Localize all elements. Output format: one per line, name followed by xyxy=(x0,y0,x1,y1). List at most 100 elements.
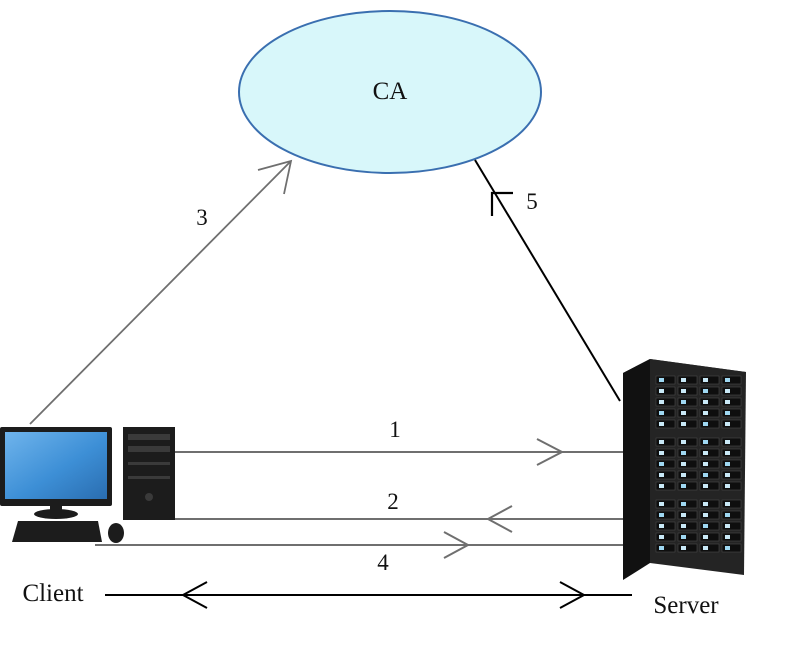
server-led xyxy=(725,524,730,528)
server-led xyxy=(703,451,708,455)
ca-ellipse xyxy=(238,10,542,174)
server-led xyxy=(703,535,708,539)
server-led xyxy=(725,411,730,415)
server-drive-bay xyxy=(677,481,698,491)
arrow-4-head xyxy=(443,531,471,559)
tower-slot-2 xyxy=(128,476,170,479)
server-drive-bay xyxy=(699,481,720,491)
server-drive-bay xyxy=(699,448,720,458)
server-led xyxy=(681,411,686,415)
server-led xyxy=(703,473,708,477)
server-led xyxy=(703,378,708,382)
arrow-5-head xyxy=(490,191,513,216)
server-drive-bay xyxy=(721,397,742,407)
server-led xyxy=(681,524,686,528)
server-drive-bay xyxy=(655,386,676,396)
server-led xyxy=(681,513,686,517)
server-drive-bay xyxy=(699,543,720,553)
server-led xyxy=(725,502,730,506)
server-drive-bay xyxy=(699,510,720,520)
server-led xyxy=(659,473,664,477)
server-led xyxy=(659,524,664,528)
server-drive-bay xyxy=(655,521,676,531)
server-led xyxy=(681,546,686,550)
server-led xyxy=(725,473,730,477)
arrow-3-head xyxy=(257,159,293,195)
server-led xyxy=(659,411,664,415)
server-drive-bay xyxy=(655,408,676,418)
mouse xyxy=(108,523,124,543)
server-led xyxy=(681,389,686,393)
server-label: Server xyxy=(653,592,719,619)
server-drive-bay xyxy=(655,470,676,480)
server-drive-bay xyxy=(677,521,698,531)
server-drive-bay xyxy=(677,470,698,480)
server-led xyxy=(703,524,708,528)
server-led xyxy=(681,400,686,404)
server-drive-bay xyxy=(677,375,698,385)
server-drive-bay xyxy=(721,448,742,458)
monitor-base xyxy=(34,509,78,519)
server-drive-bay xyxy=(721,470,742,480)
server-drive-bay xyxy=(721,459,742,469)
server-led xyxy=(725,513,730,517)
server-led xyxy=(703,422,708,426)
ca-label: CA xyxy=(373,78,408,105)
server-drive-bay xyxy=(721,386,742,396)
server-led xyxy=(659,462,664,466)
arrow-2: 2 xyxy=(174,489,625,533)
server-led xyxy=(703,546,708,550)
server-led xyxy=(681,502,686,506)
server-drive-bay xyxy=(699,521,720,531)
arrow-3-label: 3 xyxy=(196,205,208,230)
arrow-1-head xyxy=(536,438,565,466)
server-led xyxy=(681,473,686,477)
server-led xyxy=(725,546,730,550)
server-led xyxy=(725,484,730,488)
server-led xyxy=(725,389,730,393)
server-led xyxy=(659,502,664,506)
client-label: Client xyxy=(22,580,83,607)
tower-drive-bay-2 xyxy=(128,446,170,452)
arrow-2-head xyxy=(485,505,513,533)
server-drive-bay xyxy=(677,510,698,520)
server-drive-bay xyxy=(721,510,742,520)
server-led xyxy=(659,440,664,444)
server-drive-bay xyxy=(699,408,720,418)
server-drive-bay xyxy=(721,543,742,553)
server-drive-bay xyxy=(655,510,676,520)
server-drive-bay xyxy=(721,408,742,418)
bidirectional-arrow-right-head xyxy=(559,581,587,609)
server-led xyxy=(681,451,686,455)
server-led xyxy=(659,389,664,393)
server-led xyxy=(681,422,686,426)
server-drive-bay xyxy=(655,437,676,447)
server-drive-bay xyxy=(699,419,720,429)
server-led xyxy=(659,422,664,426)
arrow-4: 4 xyxy=(95,531,625,575)
server-drive-bay xyxy=(677,397,698,407)
server-led xyxy=(659,513,664,517)
server-led xyxy=(703,462,708,466)
tower-slot-1 xyxy=(128,462,170,465)
server-drive-bay xyxy=(655,532,676,542)
server-led xyxy=(703,513,708,517)
server-led xyxy=(681,440,686,444)
server-drive-bay xyxy=(655,481,676,491)
monitor-screen xyxy=(5,432,107,499)
server-led xyxy=(659,484,664,488)
tower-drive-bay-1 xyxy=(128,434,170,440)
server-drive-bay xyxy=(677,386,698,396)
server-drive-bay xyxy=(677,532,698,542)
server-led xyxy=(725,400,730,404)
server-led xyxy=(681,484,686,488)
server-led xyxy=(659,535,664,539)
server-drive-bay xyxy=(721,532,742,542)
bidirectional-arrow-left-head xyxy=(180,581,208,609)
server-led xyxy=(725,535,730,539)
arrow-3: 3 xyxy=(29,159,293,425)
server-led xyxy=(659,546,664,550)
arrow-5-line xyxy=(474,159,621,402)
server-led xyxy=(681,378,686,382)
